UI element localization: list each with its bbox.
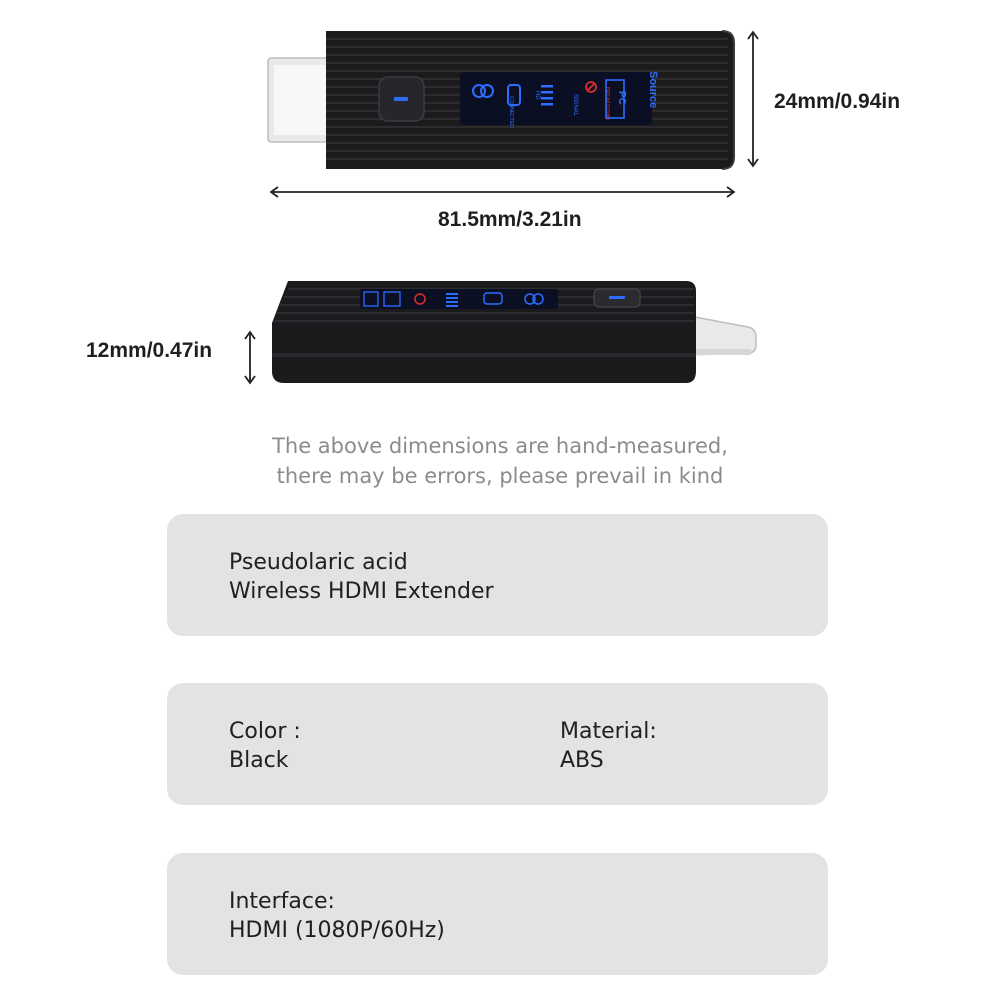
status-display-side [360, 289, 558, 309]
color-material-card: Color : Black Material: ABS [167, 683, 828, 805]
length-arrow [268, 182, 738, 202]
product-name-line-2: Wireless HDMI Extender [229, 579, 494, 604]
signal-bars-icon [541, 85, 553, 106]
interface-card: Interface: HDMI (1080P/60Hz) [167, 853, 828, 975]
hd-label: HD [534, 91, 540, 100]
measurement-note: The above dimensions are hand-measured, … [0, 431, 1000, 491]
material-value: ABS [560, 748, 604, 773]
hd-port-icon [507, 84, 521, 106]
interface-label: Interface: [229, 889, 335, 914]
height-dimension-label: 24mm/0.94in [774, 90, 901, 113]
note-line-2: there may be errors, please prevail in k… [276, 464, 724, 488]
hdmi-plug [267, 57, 335, 143]
color-label: Color : [229, 719, 301, 744]
signal-label: SIGNAL [572, 94, 578, 117]
pc-label: PC [616, 91, 627, 105]
product-name-card: Pseudolaric acid Wireless HDMI Extender [167, 514, 828, 636]
connected-label: CONNECTED [508, 96, 514, 128]
interface-value: HDMI (1080P/60Hz) [229, 918, 445, 943]
color-value: Black [229, 748, 289, 773]
pairing-button-side [593, 288, 641, 308]
pairing-button [378, 76, 425, 122]
breakdown-label: BREAKDOWN [604, 87, 610, 120]
status-display: CONNECTED HD SIGNAL BREAKDOWN PC Source [460, 71, 659, 128]
device-side-view [266, 275, 766, 390]
source-label: Source [647, 71, 659, 108]
hdmi-plug-side [683, 314, 757, 356]
note-line-1: The above dimensions are hand-measured, [272, 434, 728, 458]
material-label: Material: [560, 719, 657, 744]
connected-icon [472, 84, 494, 98]
device-top-view: CONNECTED HD SIGNAL BREAKDOWN PC Source [260, 25, 750, 175]
height-arrow [743, 30, 763, 170]
thickness-arrow [240, 330, 260, 386]
breakdown-icon [585, 81, 597, 93]
length-dimension-label: 81.5mm/3.21in [438, 208, 582, 231]
product-name-line-1: Pseudolaric acid [229, 550, 408, 575]
thickness-dimension-label: 12mm/0.47in [86, 339, 213, 362]
